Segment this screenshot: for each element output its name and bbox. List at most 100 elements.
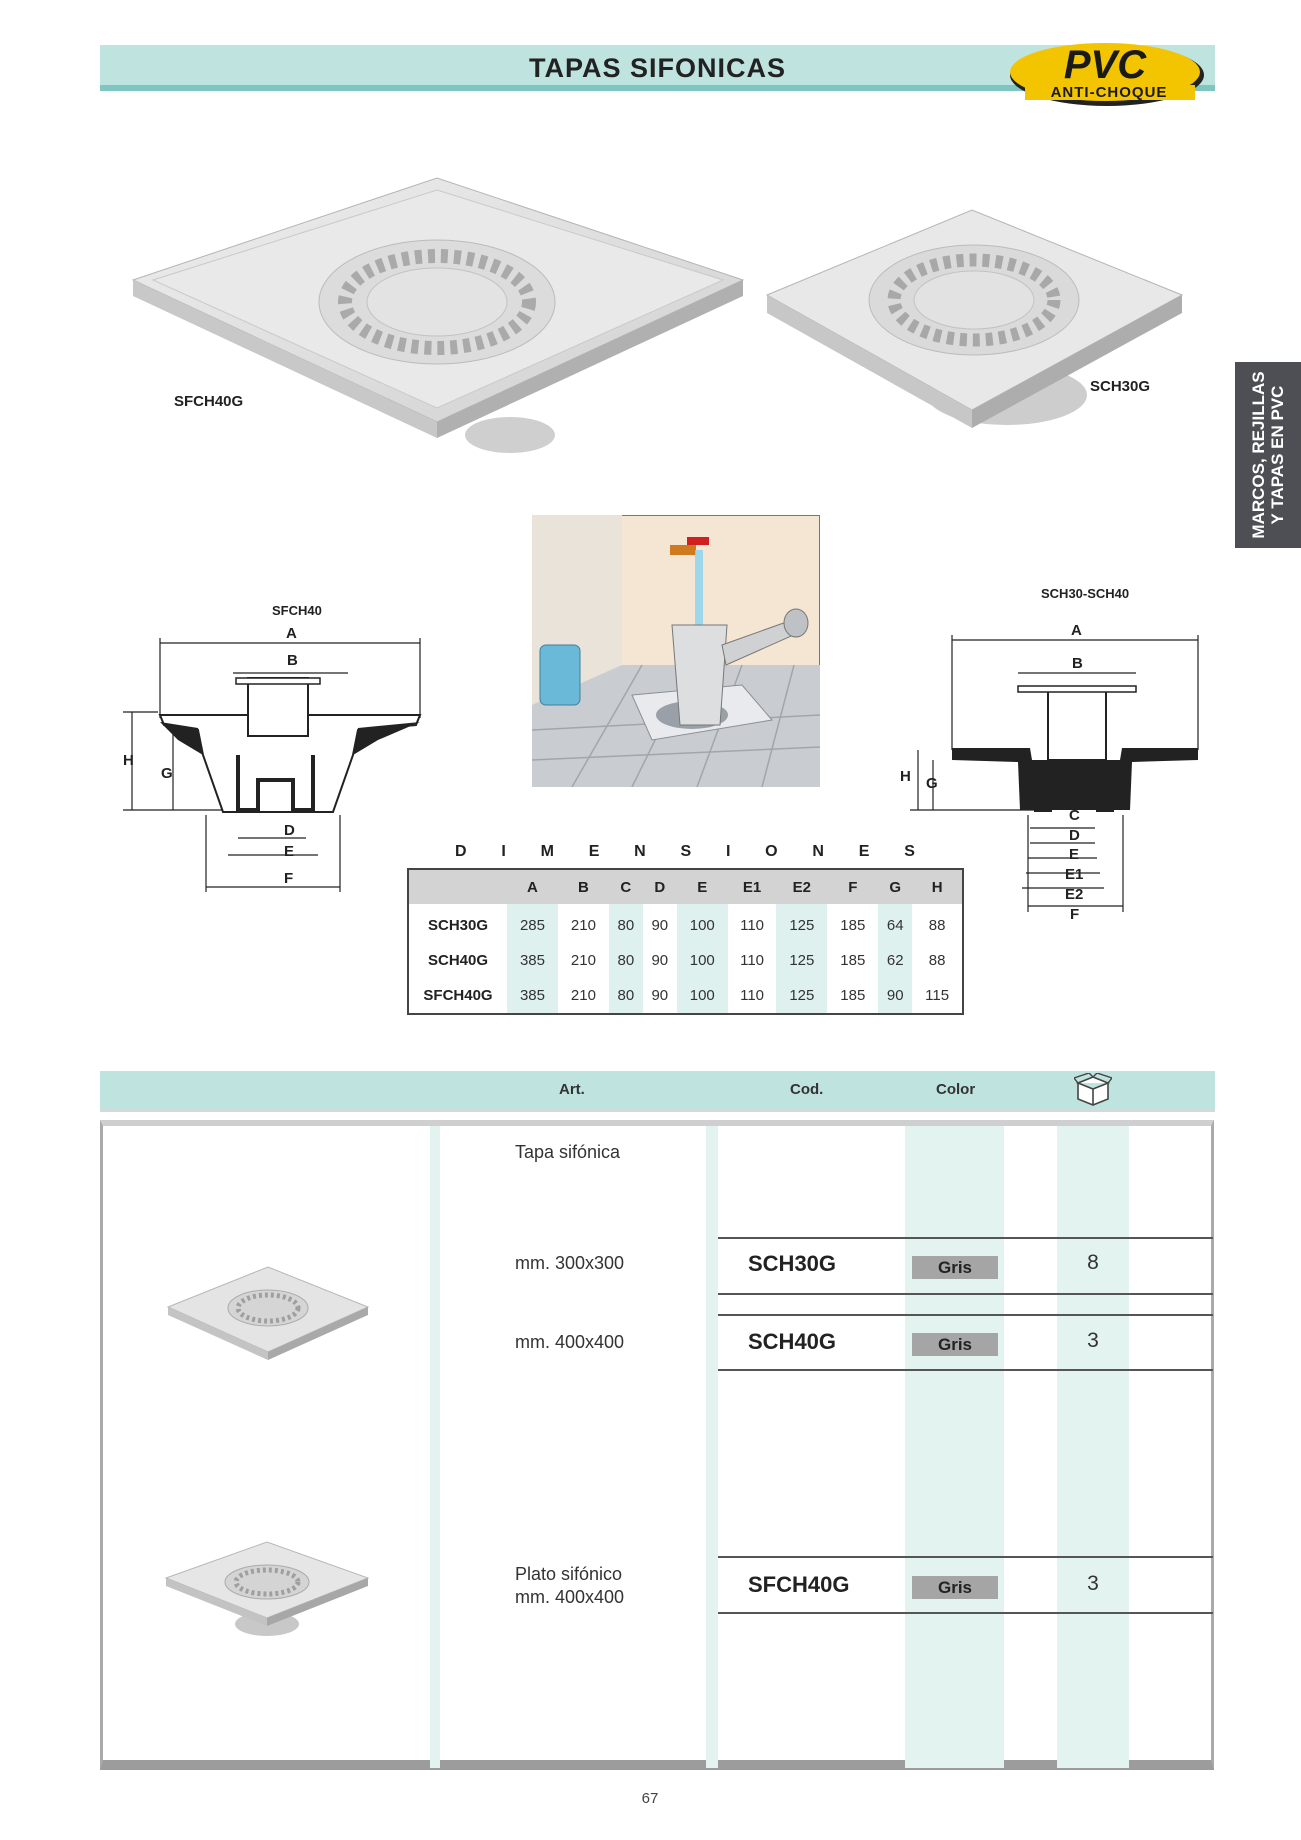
col-header: E (676, 869, 728, 904)
left-dim-g: G (161, 765, 173, 782)
small-photo-label: SCH30G (1090, 378, 1151, 395)
dim-title-letter: I (725, 843, 731, 860)
page-title: TAPAS SIFONICAS (528, 53, 786, 83)
dim-title-letter: S (904, 843, 915, 860)
pvc-anti-choque-logo: PVC ANTI-CHOQUE (1010, 43, 1204, 106)
cell: 185 (840, 917, 866, 934)
pack-quantity: 8 (1087, 1251, 1099, 1274)
cell: 62 (878, 943, 913, 978)
cell: 80 (608, 943, 643, 978)
left-dim-a: A (286, 625, 297, 642)
group-title-tapa: Tapa sifónica (515, 1142, 621, 1162)
cell: 88 (928, 952, 946, 969)
tapa-sifonica-thumbnail (166, 1266, 370, 1360)
column-stripe (430, 1126, 440, 1768)
cell: 210 (570, 952, 596, 969)
cell: 110 (740, 952, 765, 969)
plato-sifonico-photo (131, 177, 745, 453)
row-divider (718, 1612, 1213, 1614)
right-dim-h: H (900, 768, 911, 785)
dimensions-header-row: A B C D E E1 E2 F G H (408, 869, 963, 904)
cell: 90 (651, 917, 669, 934)
color-badge: Gris (912, 1333, 998, 1356)
cell: 110 (740, 917, 765, 934)
dim-title-letter: E (588, 843, 600, 860)
side-tab-line2: Y TAPAS EN PVC (1268, 385, 1287, 525)
sfch40-section-drawing (123, 638, 422, 892)
product-list-header-line (100, 1109, 1215, 1112)
right-dim-e2: E2 (1065, 886, 1084, 903)
cell: 88 (928, 917, 946, 934)
right-dim-c: C (1069, 807, 1080, 824)
dim-title-letter: I (501, 843, 506, 860)
page-number: 67 (641, 1790, 659, 1807)
plato-sifonico-thumbnail (164, 1541, 370, 1636)
product-desc: mm. 400x400 (515, 1332, 625, 1352)
cell: 210 (570, 917, 596, 934)
side-tab-label: MARCOS, REJILLAS Y TAPAS EN PVC (1249, 371, 1287, 538)
col-header: B (557, 869, 609, 904)
dimensions-row: SCH30G 285 210 80 90 100 110 125 185 64 … (408, 908, 963, 943)
product-code[interactable]: SCH40G (748, 1329, 837, 1354)
right-dim-g: G (926, 775, 938, 792)
left-dim-h: H (123, 752, 134, 769)
dim-title-letter: O (765, 843, 778, 860)
col-header: E2 (776, 869, 828, 904)
cell: 100 (676, 978, 728, 1014)
cell: 80 (608, 978, 643, 1014)
header-cod: Cod. (790, 1081, 824, 1098)
col-header: H (912, 869, 963, 904)
logo-sub-text: ANTI-CHOQUE (1051, 84, 1168, 101)
row-divider (718, 1369, 1213, 1371)
cell: 110 (740, 987, 765, 1004)
left-dim-d: D (284, 822, 295, 839)
right-dim-f: F (1070, 906, 1080, 923)
col-header: F (827, 869, 879, 904)
product-desc: mm. 400x400 (515, 1587, 625, 1607)
cell: 125 (776, 908, 828, 943)
section-side-tab[interactable]: MARCOS, REJILLAS Y TAPAS EN PVC (1235, 362, 1301, 548)
cell: 185 (840, 987, 866, 1004)
row-code: SCH40G (427, 952, 489, 969)
cell: 125 (776, 978, 828, 1014)
right-dim-e: E (1069, 846, 1080, 863)
header-underline (100, 85, 1215, 91)
product-code[interactable]: SCH30G (748, 1251, 837, 1276)
sch30-sch40-section-drawing (910, 635, 1199, 912)
cell: 100 (676, 908, 728, 943)
row-code: SFCH40G (423, 987, 493, 1004)
right-dim-d: D (1069, 827, 1080, 844)
large-photo-label: SFCH40G (174, 393, 244, 410)
cell: 115 (925, 987, 950, 1004)
side-tab-line1: MARCOS, REJILLAS (1249, 371, 1268, 539)
left-dim-e: E (284, 843, 295, 860)
pack-quantity: 3 (1087, 1572, 1099, 1595)
row-divider (718, 1237, 1213, 1239)
product-code[interactable]: SFCH40G (748, 1572, 850, 1597)
column-stripe (706, 1126, 718, 1768)
cell: 90 (651, 952, 669, 969)
dimensions-title: D I M E N S I O N E S (455, 843, 915, 861)
cell: 385 (507, 943, 558, 978)
dimensions-row: SCH40G 385 210 80 90 100 110 125 185 62 … (408, 943, 963, 978)
col-header: D (642, 869, 677, 904)
pack-quantity: 3 (1087, 1329, 1099, 1352)
cell: 185 (840, 952, 866, 969)
dimensions-table: A B C D E E1 E2 F G H SCH30G 285 210 80 … (407, 868, 964, 1015)
logo-main-text: PVC (1064, 43, 1147, 87)
group-title-plato: Plato sifónico (515, 1564, 623, 1584)
cell: 210 (570, 987, 596, 1004)
row-divider (718, 1314, 1213, 1316)
cell: 90 (878, 978, 913, 1014)
product-panel (100, 1120, 1214, 1770)
color-column-stripe (905, 1126, 1004, 1768)
dim-title-letter: D (455, 843, 467, 860)
dim-title-letter: N (634, 843, 646, 860)
row-divider (718, 1556, 1213, 1558)
tapa-sifonica-photo (765, 209, 1184, 428)
product-desc: mm. 300x300 (515, 1253, 625, 1273)
col-header: E1 (727, 869, 777, 904)
cell: 125 (776, 943, 828, 978)
left-dim-b: B (287, 652, 298, 669)
dim-title-letter: N (812, 843, 824, 860)
